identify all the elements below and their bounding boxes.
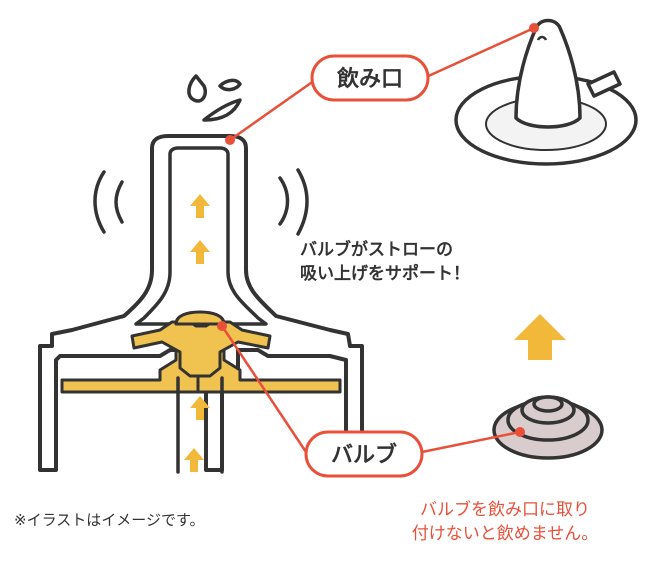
valve-label-text: バルブ	[331, 442, 397, 468]
valve-illustration	[492, 395, 604, 460]
mouthpiece-illustration	[454, 18, 638, 166]
leader-lines	[220, 26, 535, 454]
warning-caption: バルブを飲み口に取り 付けないと飲めません。	[411, 500, 599, 544]
up-arrow-icon	[190, 240, 210, 264]
support-caption: バルブがストローの 吸い上げをサポート！	[300, 240, 470, 284]
up-arrow-icon	[190, 194, 210, 218]
valve-label: バルブ	[304, 430, 424, 478]
straw-channel	[134, 146, 268, 326]
up-arrow-icon	[190, 396, 210, 420]
vibration-lines	[93, 168, 309, 236]
flow-arrows	[184, 194, 210, 472]
big-up-arrow-icon	[514, 314, 566, 360]
splash-drops	[187, 74, 242, 122]
mouthpiece-label-text: 飲み口	[336, 66, 403, 92]
leader-dots	[217, 23, 539, 437]
up-arrow-icon	[184, 448, 204, 472]
image-note: ※イラストはイメージです。	[14, 511, 205, 529]
mouthpiece-label: 飲み口	[310, 54, 430, 102]
valve-gasket	[60, 310, 342, 394]
lower-stem	[176, 376, 224, 474]
